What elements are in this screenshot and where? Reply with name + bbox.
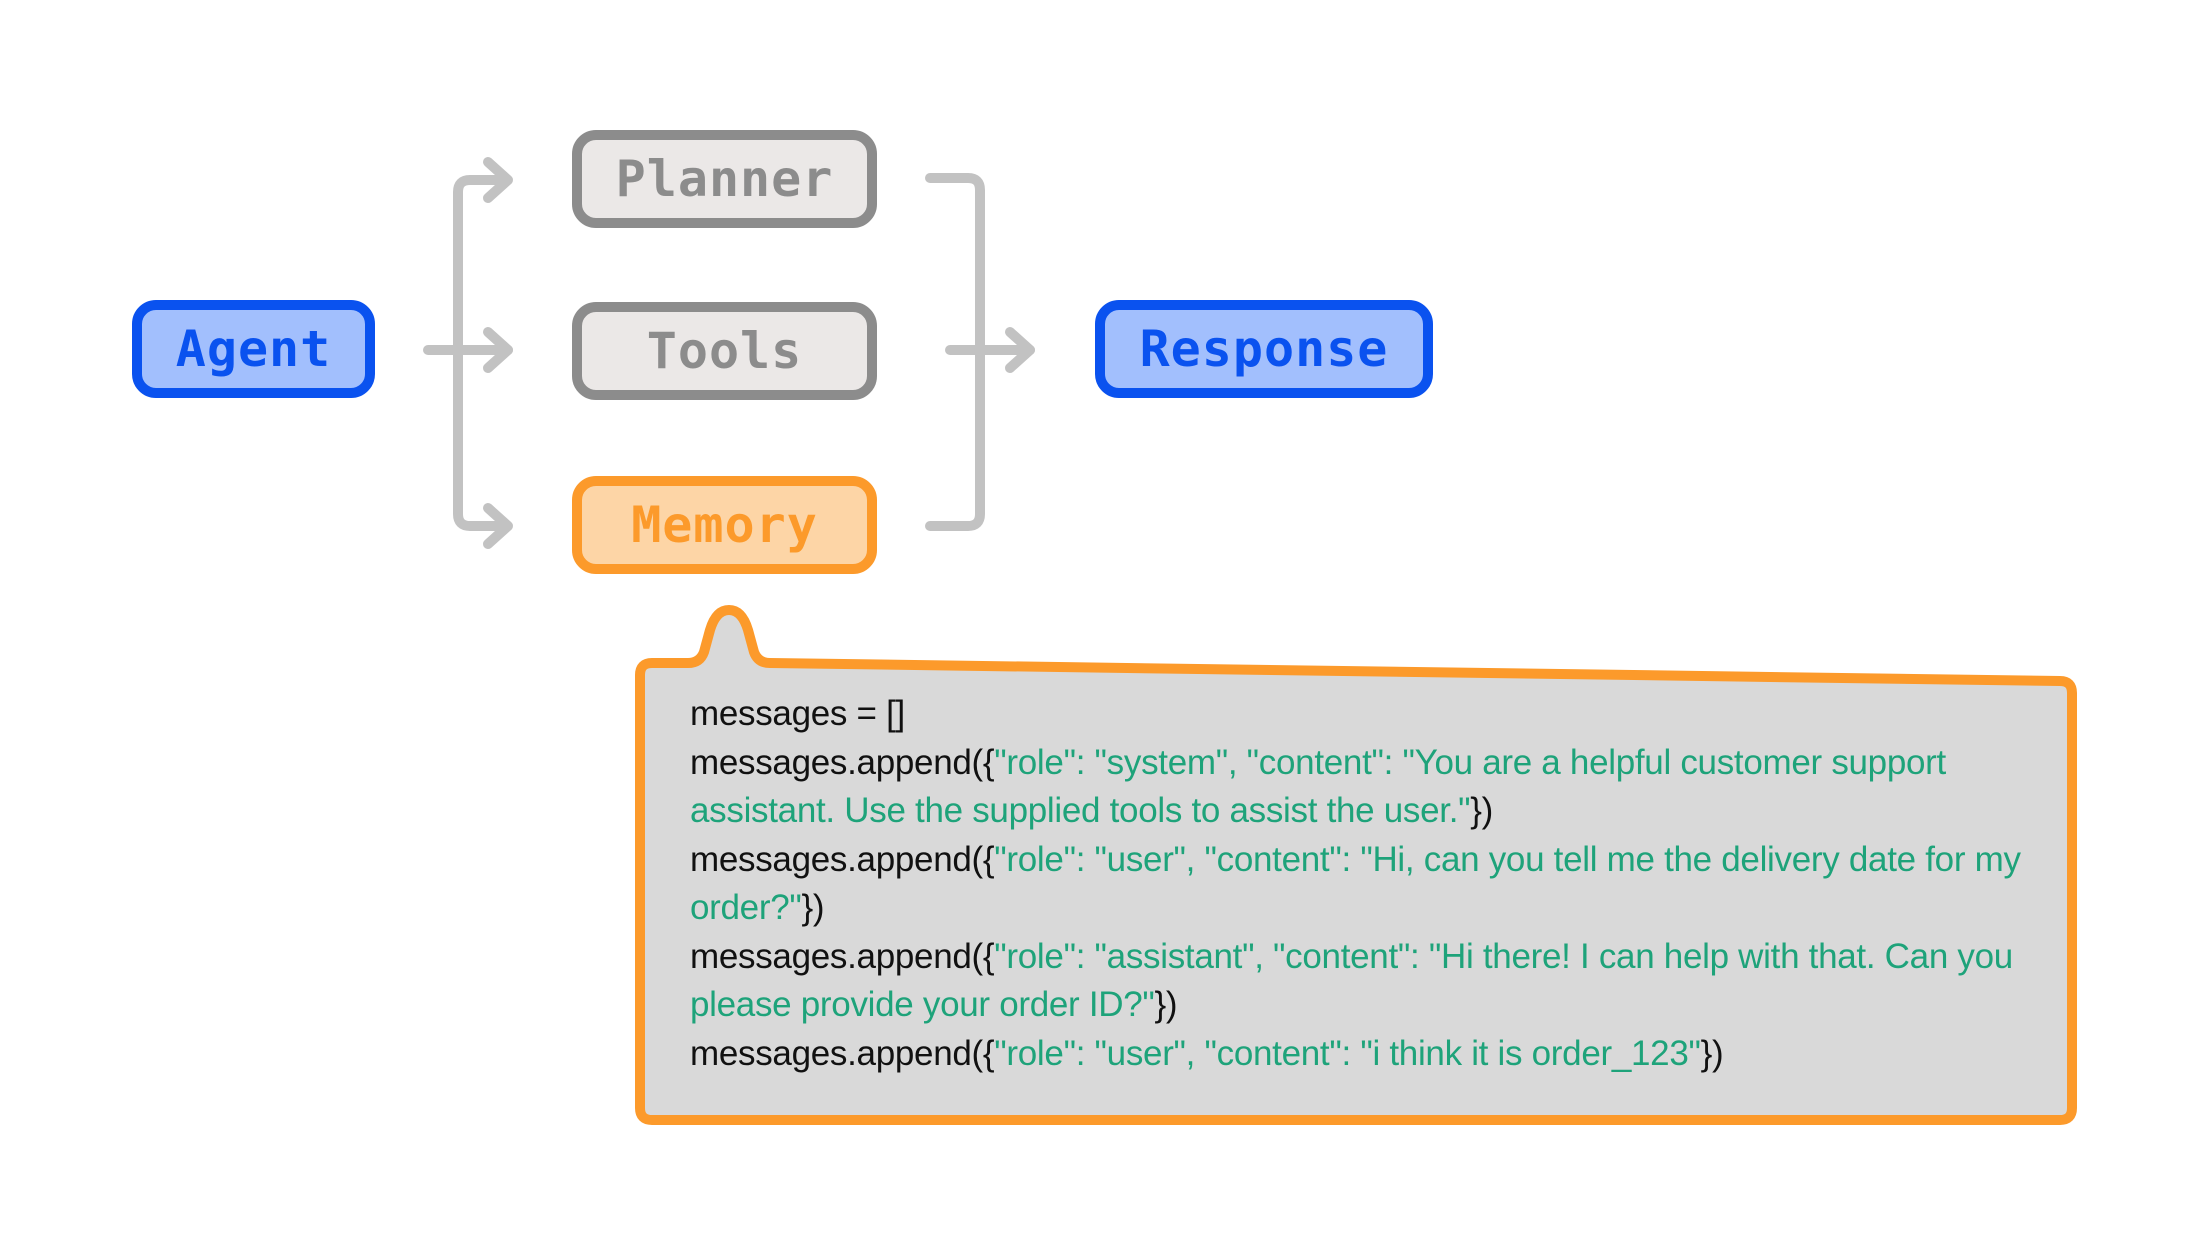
- response-node: Response: [1095, 300, 1433, 398]
- code-line-init: messages = []: [690, 690, 2070, 739]
- code-line-user-2: messages.append({"role": "user", "conten…: [690, 1030, 2070, 1079]
- code-prefix: messages.append({: [690, 742, 995, 782]
- code-prefix: messages.append({: [690, 936, 995, 976]
- tools-node: Tools: [572, 302, 877, 400]
- response-label: Response: [1139, 320, 1389, 378]
- code-line-user-1: messages.append({"role": "user", "conten…: [690, 836, 2070, 933]
- planner-label: Planner: [615, 150, 834, 208]
- agent-node: Agent: [132, 300, 375, 398]
- code-suffix: }): [1700, 1033, 1724, 1073]
- code-prefix: messages.append({: [690, 839, 995, 879]
- code-suffix: }): [1470, 791, 1494, 830]
- code-prefix: messages = []: [690, 694, 905, 733]
- code-body: "role": "user", "content": "i think it i…: [994, 1033, 1701, 1073]
- arrowhead-memory: [483, 503, 513, 549]
- agent-label: Agent: [175, 320, 332, 378]
- memory-node: Memory: [572, 476, 877, 574]
- memory-label: Memory: [631, 496, 818, 554]
- code-body: "role": "user", "content": "Hi, can you …: [690, 839, 2021, 928]
- code-body: "role": "system", "content": "You are a …: [690, 742, 1946, 831]
- arrowhead-planner: [483, 157, 513, 203]
- arrowhead-response: [1005, 327, 1035, 373]
- arrowhead-tools: [483, 327, 513, 373]
- code-body: "role": "assistant", "content": "Hi ther…: [690, 936, 2013, 1025]
- code-suffix: }): [1154, 985, 1178, 1024]
- code-line-assistant: messages.append({"role": "assistant", "c…: [690, 933, 2070, 1030]
- code-suffix: }): [801, 888, 825, 927]
- code-prefix: messages.append({: [690, 1033, 995, 1073]
- planner-node: Planner: [572, 130, 877, 228]
- tools-label: Tools: [646, 322, 803, 380]
- memory-messages-code: messages = [] messages.append({"role": "…: [690, 690, 2070, 1078]
- code-line-system: messages.append({"role": "system", "cont…: [690, 739, 2070, 836]
- memory-callout-bubble: [635, 605, 2077, 1125]
